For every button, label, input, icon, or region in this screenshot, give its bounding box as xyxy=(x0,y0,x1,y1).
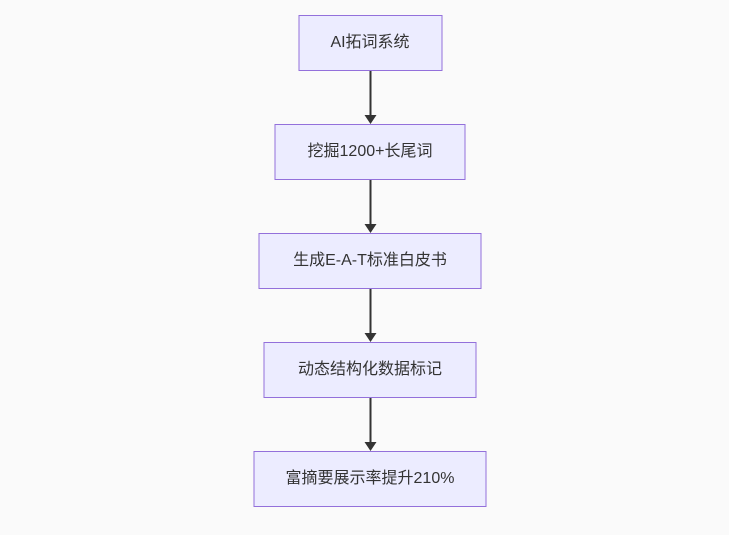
flow-edge-b-c xyxy=(364,180,376,233)
flowchart-node-c: 生成E-A-T标准白皮书 xyxy=(258,233,482,289)
node-label: 富摘要展示率提升210% xyxy=(285,470,455,488)
flowchart-node-e: 富摘要展示率提升210% xyxy=(253,451,487,507)
edge-line xyxy=(369,289,371,334)
flow-edge-d-e xyxy=(364,398,376,451)
node-label: AI拓词系统 xyxy=(330,34,410,52)
flowchart-canvas: AI拓词系统 挖掘1200+长尾词 生成E-A-T标准白皮书 动态结构化数据标记… xyxy=(253,15,487,507)
arrowhead-down-icon xyxy=(364,224,376,233)
flowchart-node-d: 动态结构化数据标记 xyxy=(263,342,477,398)
node-label: 动态结构化数据标记 xyxy=(297,361,442,379)
flow-edge-c-d xyxy=(364,289,376,342)
edge-line xyxy=(369,180,371,225)
flowchart-node-a: AI拓词系统 xyxy=(298,15,442,71)
arrowhead-down-icon xyxy=(364,442,376,451)
flow-edge-a-b xyxy=(364,71,376,124)
edge-line xyxy=(369,71,371,116)
edge-line xyxy=(369,398,371,443)
arrowhead-down-icon xyxy=(364,115,376,124)
node-label: 生成E-A-T标准白皮书 xyxy=(293,252,447,270)
node-label: 挖掘1200+长尾词 xyxy=(307,143,433,161)
flowchart-node-b: 挖掘1200+长尾词 xyxy=(274,124,466,180)
arrowhead-down-icon xyxy=(364,333,376,342)
